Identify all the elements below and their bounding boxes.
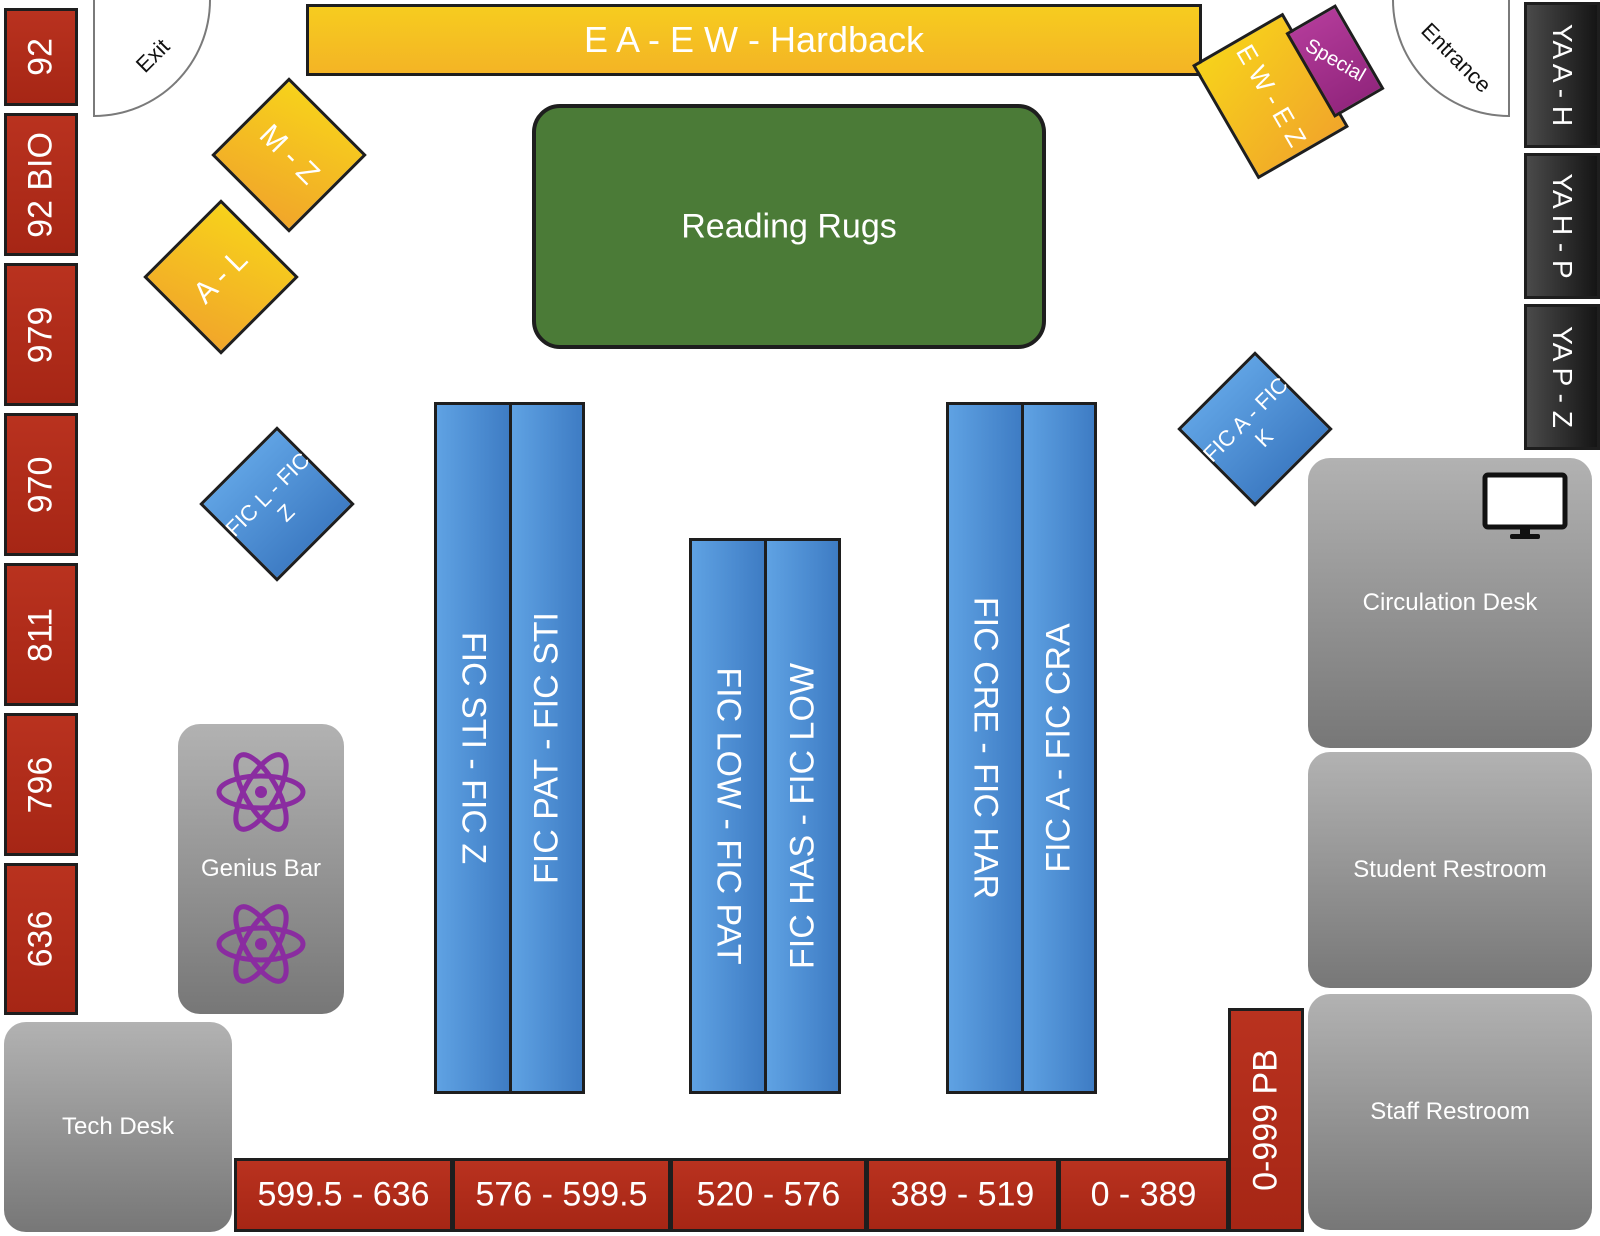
- bottom-shelf: 389 - 519: [866, 1158, 1059, 1232]
- bottom-shelf-label: 0 - 389: [1090, 1175, 1197, 1214]
- ya-shelf-label: YA A - H: [1547, 23, 1578, 127]
- fiction-shelf: FIC STI - FIC Z: [434, 402, 512, 1094]
- shelf-fic-a-k-label: FIC A - FIC K: [1198, 372, 1293, 467]
- staff-restroom-label: Staff Restroom: [1370, 1098, 1530, 1125]
- shelf-m-z-label: M - Z: [252, 118, 326, 192]
- staff-restroom: Staff Restroom: [1308, 994, 1592, 1230]
- bottom-shelf-label: 389 - 519: [890, 1175, 1035, 1214]
- shelf-hardback-label: E A - E W - Hardback: [583, 19, 925, 60]
- left-shelf-label: 92: [21, 38, 60, 76]
- atom-icon: [216, 894, 306, 994]
- entrance-door: Entrance: [1392, 0, 1510, 117]
- left-shelf-label: 979: [21, 306, 60, 363]
- entrance-label: Entrance: [1416, 17, 1497, 98]
- left-shelf-label: 796: [21, 756, 60, 813]
- left-shelf-92-bio: 92 BIO: [4, 113, 78, 256]
- exit-label: Exit: [130, 33, 175, 78]
- bottom-shelf: 599.5 - 636: [234, 1158, 453, 1232]
- ya-shelf-a-h: YA A - H: [1524, 2, 1600, 148]
- circulation-desk-label: Circulation Desk: [1362, 589, 1538, 616]
- genius-bar-label: Genius Bar: [200, 855, 322, 882]
- fiction-shelf: FIC LOW - FIC PAT: [689, 538, 767, 1094]
- student-restroom-label: Student Restroom: [1353, 856, 1547, 883]
- left-shelf-label: 636: [21, 910, 60, 968]
- left-shelf-label: 970: [21, 456, 60, 513]
- left-shelf-811: 811: [4, 563, 78, 706]
- left-shelf-label: 92 BIO: [21, 131, 60, 238]
- fiction-shelf: FIC CRE - FIC HAR: [946, 402, 1024, 1094]
- fiction-shelf-label: FIC CRE - FIC HAR: [966, 596, 1005, 900]
- shelf-a-l: A - L: [143, 199, 299, 355]
- atom-icon: [216, 742, 306, 842]
- ya-shelf-h-p: YA H - P: [1524, 153, 1600, 299]
- fiction-shelf-label: FIC HAS - FIC LOW: [783, 663, 821, 969]
- left-shelf-979: 979: [4, 263, 78, 406]
- bottom-shelf: 576 - 599.5: [452, 1158, 671, 1232]
- fiction-shelf-label: FIC STI - FIC Z: [454, 631, 493, 865]
- shelf-fic-l-z: FIC L - FIC Z: [199, 426, 355, 582]
- fiction-shelf: FIC A - FIC CRA: [1021, 402, 1097, 1094]
- bottom-shelf-label: 520 - 576: [696, 1175, 841, 1214]
- fiction-shelf: FIC HAS - FIC LOW: [764, 538, 841, 1094]
- left-shelf-636: 636: [4, 863, 78, 1015]
- student-restroom: Student Restroom: [1308, 752, 1592, 988]
- shelf-m-z: M - Z: [211, 77, 367, 233]
- bottom-shelf: 520 - 576: [670, 1158, 867, 1232]
- exit-door: Exit: [93, 0, 211, 117]
- tech-desk-label: Tech Desk: [61, 1113, 175, 1140]
- tech-desk: Tech Desk: [4, 1022, 232, 1232]
- shelf-fic-l-z-label: FIC L - FIC Z: [220, 447, 315, 542]
- shelf-paperback: 0-999 PB: [1228, 1008, 1304, 1232]
- fiction-shelf: FIC PAT - FIC STI: [509, 402, 585, 1094]
- fiction-shelf-label: FIC LOW - FIC PAT: [709, 667, 748, 965]
- reading-rugs-label: Reading Rugs: [681, 207, 897, 245]
- shelf-hardback: E A - E W - Hardback: [306, 4, 1202, 76]
- ya-shelf-label: YA H - P: [1547, 173, 1578, 279]
- bottom-shelf: 0 - 389: [1058, 1158, 1229, 1232]
- monitor-icon: [1482, 472, 1568, 542]
- shelf-paperback-label: 0-999 PB: [1246, 1049, 1285, 1191]
- ya-shelf-p-z: YA P - Z: [1524, 304, 1600, 450]
- shelf-a-l-label: A - L: [187, 243, 255, 311]
- ya-shelf-label: YA P - Z: [1547, 326, 1578, 428]
- left-shelf-92: 92: [4, 8, 78, 106]
- fiction-shelf-label: FIC PAT - FIC STI: [527, 612, 566, 884]
- circulation-desk: Circulation Desk: [1308, 458, 1592, 748]
- fiction-shelf-label: FIC A - FIC CRA: [1039, 623, 1078, 873]
- reading-rugs: Reading Rugs: [532, 104, 1046, 349]
- left-shelf-970: 970: [4, 413, 78, 556]
- bottom-shelf-label: 576 - 599.5: [475, 1175, 648, 1214]
- genius-bar: Genius Bar: [178, 724, 344, 1014]
- bottom-shelf-label: 599.5 - 636: [257, 1175, 430, 1214]
- left-shelf-label: 811: [21, 607, 60, 662]
- left-shelf-796: 796: [4, 713, 78, 856]
